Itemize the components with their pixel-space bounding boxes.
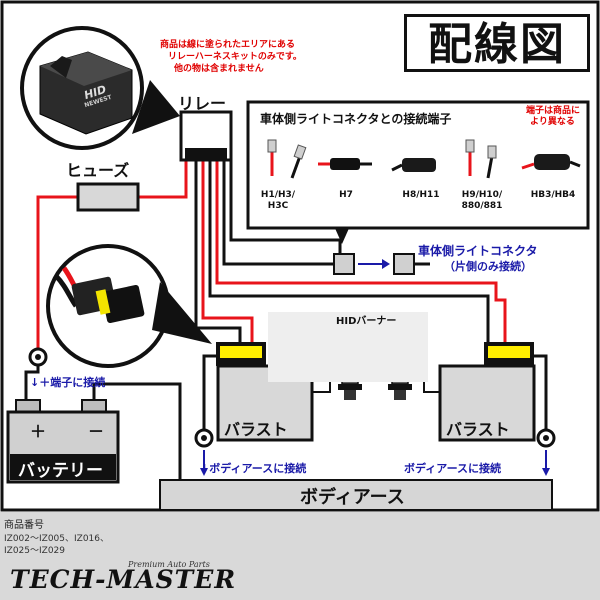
notice-line-3: 他の物は含まれません xyxy=(174,64,264,74)
h1-pin-icon xyxy=(267,139,277,153)
fuse-to-terminal-wire xyxy=(36,195,78,352)
left-burner-flange xyxy=(338,384,362,390)
h3-pin-icon xyxy=(293,144,307,160)
relay-label: リレー xyxy=(178,94,227,113)
page-title: 配線図 xyxy=(404,14,590,72)
battery-minus-sign: － xyxy=(88,422,105,441)
type-label-h8-h11: H8/H11 xyxy=(402,190,440,200)
h9-pin-icon xyxy=(465,139,475,153)
harness-wire-5 xyxy=(222,158,334,266)
harness-connector-plug xyxy=(333,253,355,275)
left-burner-plug xyxy=(344,390,356,400)
relay-connector xyxy=(185,148,227,160)
vehicle-connector-label: 車体側ライトコネクタ xyxy=(418,244,538,258)
type-label-h7: H7 xyxy=(339,190,353,200)
right-earth-arrow xyxy=(542,468,550,476)
type-label-h9-h10: H9/H10/880/881 xyxy=(461,190,503,211)
body-earth-bar xyxy=(159,479,553,511)
ballast-right-box xyxy=(438,364,536,442)
right-burner-flange xyxy=(388,384,412,390)
connector-box-pointer xyxy=(334,226,350,244)
body-earth-connect-right: ボディアースに接続 xyxy=(404,462,502,475)
harness-wire-6 xyxy=(229,158,342,256)
vehicle-connector-sublabel: （片側のみ接続） xyxy=(444,260,532,273)
right-burner-plug xyxy=(394,390,406,400)
product-number-label: 商品番号 xyxy=(4,520,44,531)
h7-connector-icon xyxy=(330,158,360,170)
battery-label-band xyxy=(10,454,116,480)
brand-logo: TECH-MASTER xyxy=(10,565,237,594)
connector-box-note-1: 端子は商品に xyxy=(526,106,581,116)
battery-plus-sign: ＋ xyxy=(30,422,47,441)
hb3-hb4-connector-icon xyxy=(534,154,570,170)
relay-module-tab xyxy=(50,56,72,78)
left-holder-yellow xyxy=(220,346,262,358)
ballast-left-label: バラスト xyxy=(224,420,288,439)
battery-plus-connect-label: ↓＋端子に接続 xyxy=(30,376,106,389)
relay-callout-pointer xyxy=(132,80,180,134)
h8-h11-connector-icon xyxy=(402,158,436,172)
callout-connector-right xyxy=(101,284,145,324)
callout-black-wire xyxy=(54,274,79,308)
notice-line-2: リレーハーネスキットのみです。 xyxy=(168,52,302,62)
hid-burner-label: HIDバーナー xyxy=(336,316,397,327)
battery-label: バッテリー xyxy=(18,461,103,481)
footer: 商品番号 IZ002～IZ005、IZ016、 IZ025～IZ029 xyxy=(0,512,600,600)
harness-wire-2-red xyxy=(201,158,254,344)
h10-pin-icon xyxy=(487,145,497,159)
type-label-hb3-hb4: HB3/HB4 xyxy=(530,190,576,200)
callout-connector-seal xyxy=(95,289,111,315)
fuse-box xyxy=(76,182,140,212)
right-holder-yellow xyxy=(488,346,530,358)
terminal-to-battery-wire xyxy=(24,362,40,408)
body-earth-label: ボディアース xyxy=(300,487,405,508)
connector-callout-pointer xyxy=(152,282,212,344)
type-label-h1-h3: H1/H3/H3C xyxy=(260,190,296,211)
harness-wire-4-red xyxy=(215,158,507,344)
hid-burner-bg xyxy=(268,312,428,382)
body-earth-connect-left: ↓ボディアースに接続 xyxy=(200,462,307,475)
vehicle-connector-plug xyxy=(393,253,415,275)
notice-line-1: 商品は線に塗られたエリアにある xyxy=(160,40,296,50)
battery-minus-wire xyxy=(92,382,182,480)
product-number-line-2: IZ025～IZ029 xyxy=(4,546,65,556)
fuse-label: ヒューズ xyxy=(66,161,130,180)
harness-wire-3 xyxy=(208,158,490,344)
ballast-right-label: バラスト xyxy=(446,420,510,439)
relay-to-fuse-wire xyxy=(138,158,188,199)
connector-box-note-2: より異なる xyxy=(530,117,575,127)
harness-wire-1 xyxy=(194,158,242,344)
left-earth-arrow xyxy=(200,468,208,476)
connector-box-title: 車体側ライトコネクタとの接続端子 xyxy=(260,112,452,126)
connect-arrow-head xyxy=(382,259,390,269)
brand-subtitle: Premium Auto Parts xyxy=(128,560,210,569)
product-number-line-1: IZ002～IZ005、IZ016、 xyxy=(4,534,109,544)
